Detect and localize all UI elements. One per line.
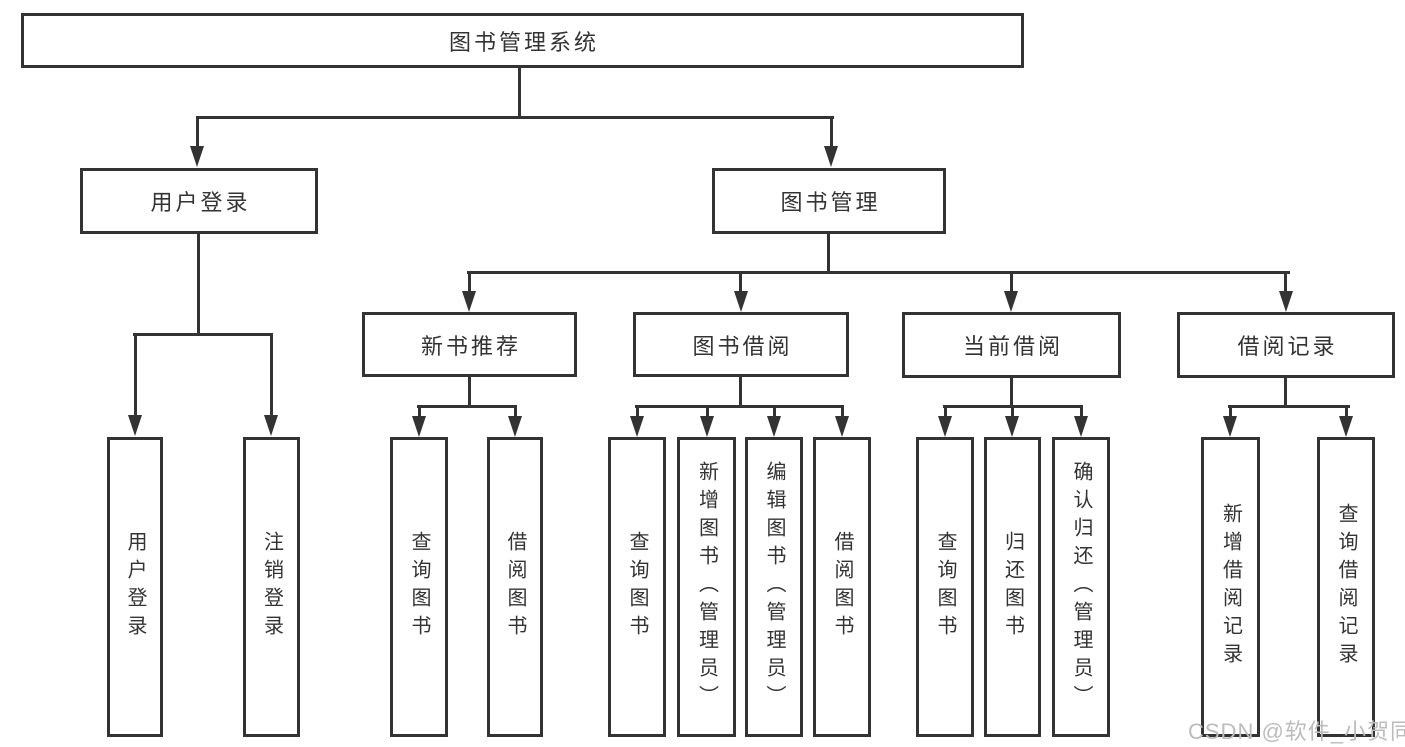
arrowhead-down-icon xyxy=(835,416,849,437)
node-leaf-recommend-query-books-label: 查询图书 xyxy=(408,531,430,643)
node-leaf-current-return-books: 归还图书 xyxy=(984,437,1041,737)
node-leaf-borrow-query-books-label: 查询图书 xyxy=(626,531,648,643)
node-leaf-records-query-record-label: 查询借阅记录 xyxy=(1335,503,1357,671)
node-leaf-borrow-edit-books: 编辑图书（管理员） xyxy=(745,437,803,737)
connector-line xyxy=(417,405,517,408)
connector-line xyxy=(1080,405,1083,418)
node-current-borrow-label: 当前借阅 xyxy=(962,334,1063,359)
connector-line xyxy=(468,375,471,408)
connector-line xyxy=(944,405,947,418)
node-leaf-recommend-borrow-books-label: 借阅图书 xyxy=(504,531,526,643)
arrowhead-down-icon xyxy=(1074,416,1088,437)
arrowhead-down-icon xyxy=(1004,291,1018,312)
connector-line xyxy=(1228,405,1350,408)
arrowhead-down-icon xyxy=(412,416,426,437)
connector-line xyxy=(706,405,709,418)
node-leaf-records-add-record: 新增借阅记录 xyxy=(1201,437,1260,737)
node-leaf-logout: 注销登录 xyxy=(243,437,300,737)
connector-line xyxy=(467,271,1290,274)
node-book-management-label: 图书管理 xyxy=(780,190,881,215)
node-leaf-current-confirm-return: 确认归还（管理员） xyxy=(1052,437,1110,737)
node-leaf-records-add-record-label: 新增借阅记录 xyxy=(1219,503,1242,671)
node-root: 图书管理系统 xyxy=(21,13,1024,68)
node-new-book-recommend: 新书推荐 xyxy=(362,312,577,377)
connector-line xyxy=(468,271,471,292)
connector-line xyxy=(1284,376,1287,408)
connector-line xyxy=(773,405,776,418)
arrowhead-down-icon xyxy=(824,146,838,167)
node-leaf-current-query-books-label: 查询图书 xyxy=(934,531,956,643)
arrowhead-down-icon xyxy=(264,415,278,436)
node-leaf-records-query-record: 查询借阅记录 xyxy=(1317,437,1375,737)
node-leaf-borrow-borrow-books: 借阅图书 xyxy=(813,437,871,737)
node-book-borrow-label: 图书借阅 xyxy=(692,333,793,359)
connector-line xyxy=(270,333,273,416)
arrowhead-down-icon xyxy=(508,416,522,437)
arrowhead-down-icon xyxy=(462,291,476,312)
node-leaf-borrow-add-books-label: 新增图书（管理员） xyxy=(695,461,718,713)
node-leaf-user-login: 用户登录 xyxy=(107,437,163,737)
node-leaf-recommend-borrow-books: 借阅图书 xyxy=(487,437,543,737)
node-leaf-recommend-query-books: 查询图书 xyxy=(390,437,448,737)
connector-line xyxy=(1011,405,1014,418)
connector-line xyxy=(841,405,844,418)
connector-line xyxy=(514,405,517,418)
node-user-login-label: 用户登录 xyxy=(150,190,251,215)
arrowhead-down-icon xyxy=(1279,291,1293,312)
connector-line xyxy=(1010,376,1013,408)
arrowhead-down-icon xyxy=(630,416,644,437)
node-leaf-user-login-label: 用户登录 xyxy=(124,531,146,643)
connector-line xyxy=(635,405,844,408)
node-borrow-records: 借阅记录 xyxy=(1177,312,1395,378)
arrowhead-down-icon xyxy=(734,291,748,312)
connector-line xyxy=(739,375,742,408)
arrowhead-down-icon xyxy=(190,146,204,167)
node-book-management: 图书管理 xyxy=(712,168,946,234)
node-user-login: 用户登录 xyxy=(80,168,318,234)
connector-line xyxy=(739,271,742,292)
connector-line xyxy=(196,116,199,148)
node-current-borrow: 当前借阅 xyxy=(902,312,1121,378)
connector-line xyxy=(636,405,639,418)
node-root-label: 图书管理系统 xyxy=(448,29,599,55)
arrowhead-down-icon xyxy=(767,416,781,437)
node-leaf-current-confirm-return-label: 确认归还（管理员） xyxy=(1070,461,1092,713)
connector-line xyxy=(518,66,521,118)
connector-line xyxy=(1010,271,1013,292)
node-leaf-current-query-books: 查询图书 xyxy=(916,437,974,737)
node-leaf-borrow-borrow-books-label: 借阅图书 xyxy=(831,531,853,643)
node-leaf-logout-label: 注销登录 xyxy=(260,531,283,643)
node-leaf-borrow-query-books: 查询图书 xyxy=(608,437,666,737)
node-book-borrow: 图书借阅 xyxy=(633,312,849,377)
arrowhead-down-icon xyxy=(1005,416,1019,437)
arrowhead-down-icon xyxy=(700,416,714,437)
connector-line xyxy=(418,405,421,418)
arrowhead-down-icon xyxy=(128,415,142,436)
connector-line xyxy=(197,232,200,335)
arrowhead-down-icon xyxy=(1339,416,1353,437)
node-new-book-recommend-label: 新书推荐 xyxy=(420,333,521,359)
connector-line xyxy=(827,232,830,274)
node-leaf-borrow-add-books: 新增图书（管理员） xyxy=(677,437,736,737)
node-borrow-records-label: 借阅记录 xyxy=(1237,334,1338,359)
arrowhead-down-icon xyxy=(938,416,952,437)
connector-line xyxy=(196,116,834,119)
connector-line xyxy=(134,333,137,416)
node-leaf-borrow-edit-books-label: 编辑图书（管理员） xyxy=(763,461,785,713)
connector-line xyxy=(1284,271,1287,292)
node-leaf-current-return-books-label: 归还图书 xyxy=(1001,531,1024,643)
arrowhead-down-icon xyxy=(1223,416,1237,437)
connector-line xyxy=(1345,405,1348,418)
connector-line xyxy=(133,333,273,336)
csdn-watermark: CSDN @软件_小贺同学 xyxy=(1188,719,1405,744)
connector-line xyxy=(830,116,833,148)
connector-line xyxy=(1229,405,1232,418)
